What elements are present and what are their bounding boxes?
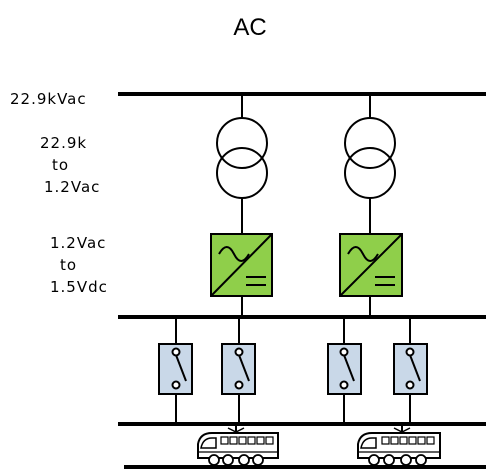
transformer-right xyxy=(344,94,396,234)
train-left-icon xyxy=(197,424,279,466)
bus-voltage-label: 22.9kVac xyxy=(10,90,87,108)
switch-4 xyxy=(393,317,428,424)
diagram-title: AC xyxy=(233,14,267,41)
train-right-icon xyxy=(357,424,441,466)
converter-left xyxy=(210,233,273,317)
transformer-label-line1: 22.9k xyxy=(40,134,88,152)
converter-label-line1: 1.2Vac xyxy=(50,234,107,252)
transformer-label-line3: 1.2Vac xyxy=(44,178,101,196)
transformer-label-line2: to xyxy=(52,156,70,174)
switch-3 xyxy=(327,317,362,424)
converter-right xyxy=(339,233,403,317)
transformer-left xyxy=(216,94,268,234)
converter-label-line3: 1.5Vdc xyxy=(50,278,108,296)
switch-1 xyxy=(158,317,193,424)
switch-2 xyxy=(221,317,256,424)
converter-label-line2: to xyxy=(60,256,78,274)
